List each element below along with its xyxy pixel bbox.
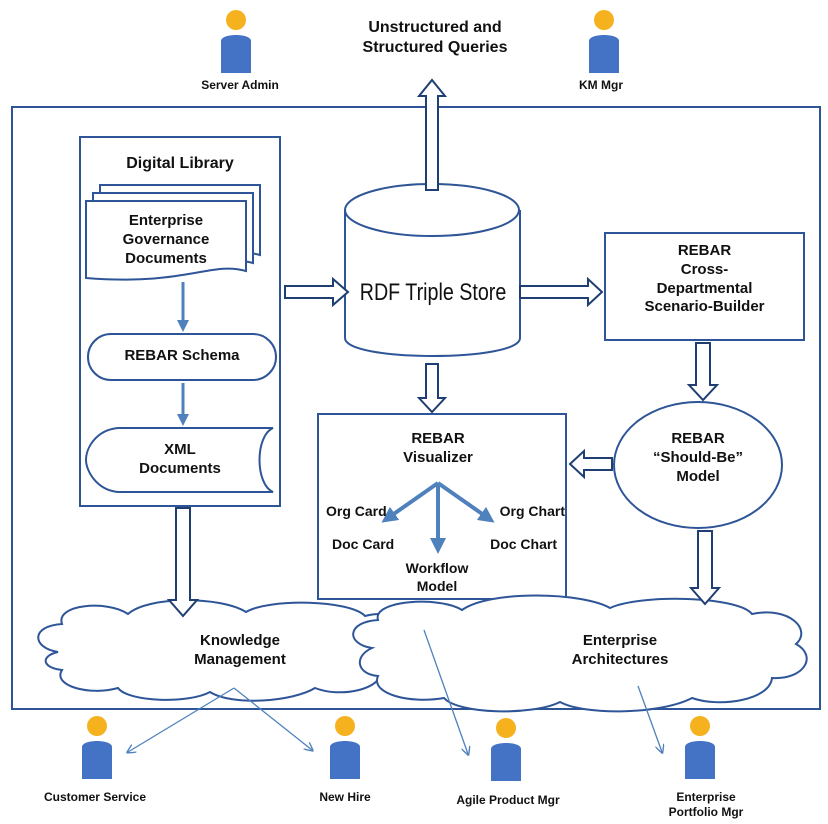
should-be-model-ellipse [613,401,783,529]
should-be-line2: “Should-Be” [653,448,743,466]
enterprise-architectures-line1: Enterprise [582,632,658,649]
knowledge-management-line2: Management [194,650,286,668]
new-hire-label: New Hire [319,790,371,804]
should-be-line1: REBAR [671,430,725,447]
scenario-builder-box [604,232,805,341]
customer-service-person-icon [82,716,112,779]
visualizer-title: REBAR Visualizer [358,430,518,468]
knowledge-management-label: Knowledge Management [160,632,320,670]
rebar-schema-shape [87,333,277,381]
visualizer-title-line2: Visualizer [403,448,473,466]
should-be-model-label: REBAR “Should-Be” Model [618,430,778,486]
rdf-to-visualizer-arrow [416,363,448,414]
scenario-builder-line1: REBAR [677,242,732,259]
server-admin-label: Server Admin [201,78,279,92]
enterprise-portfolio-mgr-line2: Portfolio Mgr [668,805,744,819]
km-mgr-label: KM Mgr [579,78,623,92]
workflow-model-line2: Model [416,577,458,594]
enterprise-architectures-cloud [352,594,808,713]
ea-to-agile-mgr-line [423,629,468,754]
digital-library-title: Digital Library [126,155,234,172]
doc-chart-label: Doc Chart [490,536,557,552]
scenario-to-should-be-arrow [686,342,720,402]
visualizer-fan-arrows [381,481,495,554]
rdf-triple-store-label: RDF Triple Store [359,279,507,306]
queries-label: Unstructured and Structured Queries [340,18,530,58]
scenario-builder-line3: Departmental [656,279,753,297]
org-chart-label: Org Chart [499,503,565,519]
xml-documents-line1: XML [164,441,196,458]
should-be-line3: Model [676,467,720,485]
km-to-customer-service-line [128,687,235,752]
enterprise-architectures-line2: Architectures [571,650,669,668]
knowledge-management-line1: Knowledge [199,632,280,649]
governance-documents-line1: Enterprise [128,212,204,229]
rdf-cylinder-shape [344,183,521,357]
should-be-to-ea-arrow [688,530,722,606]
rdf-to-scenario-arrow [519,276,604,308]
governance-documents-line3: Documents [125,249,207,267]
km-mgr-person-icon [589,10,619,73]
workflow-model-label: Workflow Model [372,560,502,595]
queries-label-line2: Structured Queries [362,39,508,56]
visualizer-title-line1: REBAR [411,430,465,447]
scenario-builder-line4: Scenario-Builder [644,298,765,316]
agile-product-mgr-label: Agile Product Mgr [456,793,560,807]
governance-documents-label: Enterprise Governance Documents [86,212,246,268]
doc-card-label: Doc Card [332,536,395,552]
scenario-builder-label: REBAR Cross- Departmental Scenario-Build… [605,242,804,317]
workflow-model-line1: Workflow [405,560,469,576]
agile-product-mgr-person-icon [491,718,521,781]
xml-documents-line2: Documents [139,459,221,477]
enterprise-portfolio-mgr-label: Enterprise Portfolio Mgr [646,790,766,820]
visualizer-box [317,413,567,600]
km-to-new-hire-line [233,687,312,750]
should-be-to-visualizer-arrow [568,448,613,480]
enterprise-architectures-label: Enterprise Architectures [535,632,705,670]
server-admin-person-icon [221,10,251,73]
xml-documents-shape [84,427,274,493]
system-boundary [11,106,821,710]
enterprise-portfolio-mgr-line1: Enterprise [676,790,736,804]
customer-service-label: Customer Service [43,790,147,804]
document-stack-shape [85,184,261,281]
governance-documents-line2: Governance [122,230,210,248]
library-to-km-arrow [166,507,200,618]
library-to-rdf-arrow [284,276,350,308]
rebar-schema-label: REBAR Schema [124,347,240,364]
ea-to-portfolio-mgr-line [637,685,662,752]
new-hire-person-icon [330,716,360,779]
xml-documents-label: XML Documents [100,441,260,479]
queries-label-line1: Unstructured and [368,19,502,36]
org-card-label: Org Card [326,503,387,519]
scenario-builder-line2: Cross- [680,260,729,278]
enterprise-portfolio-mgr-person-icon [685,716,715,779]
rdf-to-queries-arrow [416,78,448,191]
